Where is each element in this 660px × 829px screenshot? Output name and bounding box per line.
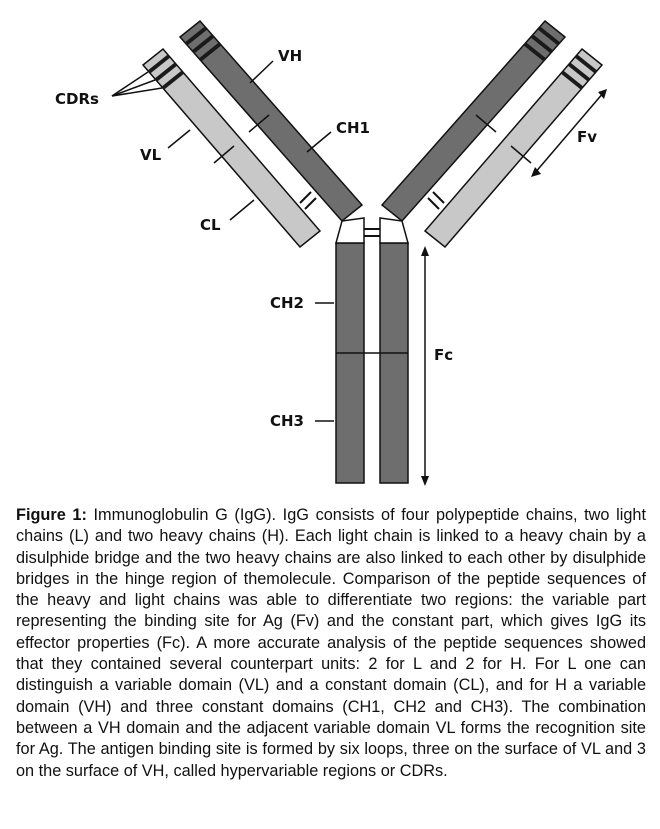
vl-cl-boundary-right — [510, 145, 532, 164]
vh-leader-line — [249, 60, 274, 84]
cdr-band — [523, 42, 547, 62]
cdr-band — [537, 26, 561, 46]
disulphide-bridge-right — [427, 197, 440, 210]
label-ch3: CH3 — [270, 412, 304, 430]
vh-ch1-boundary-right — [475, 114, 497, 133]
label-cl: CL — [200, 216, 221, 234]
cdr-band — [530, 34, 554, 54]
cdr-band — [198, 42, 222, 62]
ch1-leader-line — [306, 131, 332, 153]
caption-title: Figure 1: — [16, 506, 87, 524]
label-ch1: CH1 — [336, 119, 370, 137]
cdr-band — [154, 62, 178, 82]
cl-leader-line — [229, 199, 255, 221]
label-fv: Fv — [577, 128, 597, 146]
igg-antibody-diagram: VH CH1 CDRs VL CL Fv CH2 Fc CH3 — [55, 19, 607, 486]
cdr-band — [574, 54, 598, 74]
heavy-chain-right-fc — [379, 242, 409, 484]
cdrs-leader-line — [111, 79, 156, 97]
cdr-band — [147, 54, 171, 74]
vl-cl-boundary-left — [213, 145, 235, 164]
cdr-band — [161, 70, 185, 90]
label-vh: VH — [278, 47, 302, 65]
fv-arrow — [533, 91, 605, 175]
caption-text: Immunoglobulin G (IgG). IgG consists of … — [16, 506, 646, 780]
cdrs-leader-line — [111, 87, 163, 97]
vl-leader-line — [167, 129, 191, 149]
vh-ch1-boundary-left — [248, 114, 270, 133]
arrowhead — [598, 89, 607, 99]
heavy-chain-left-arm — [178, 19, 364, 223]
figure-caption: Figure 1: Immunoglobulin G (IgG). IgG co… — [16, 505, 646, 782]
label-vl: VL — [140, 146, 162, 164]
heavy-chain-left-fc — [335, 242, 365, 484]
cdr-band — [567, 62, 591, 82]
disulphide-bridge-right — [432, 191, 445, 204]
hinge-right — [379, 217, 409, 244]
label-ch2: CH2 — [270, 294, 304, 312]
arrowhead — [421, 476, 429, 486]
cdr-band — [560, 70, 584, 90]
disulphide-bridge-left — [304, 197, 317, 210]
label-cdrs: CDRs — [55, 90, 99, 108]
disulphide-bridge-left — [299, 191, 312, 204]
cdrs-leader-line — [111, 71, 149, 97]
cdr-band — [191, 34, 215, 54]
hinge-left — [335, 217, 365, 244]
label-fc: Fc — [434, 346, 453, 364]
arrowhead — [531, 167, 541, 177]
cdr-band — [184, 26, 208, 46]
arrowhead — [421, 246, 429, 256]
